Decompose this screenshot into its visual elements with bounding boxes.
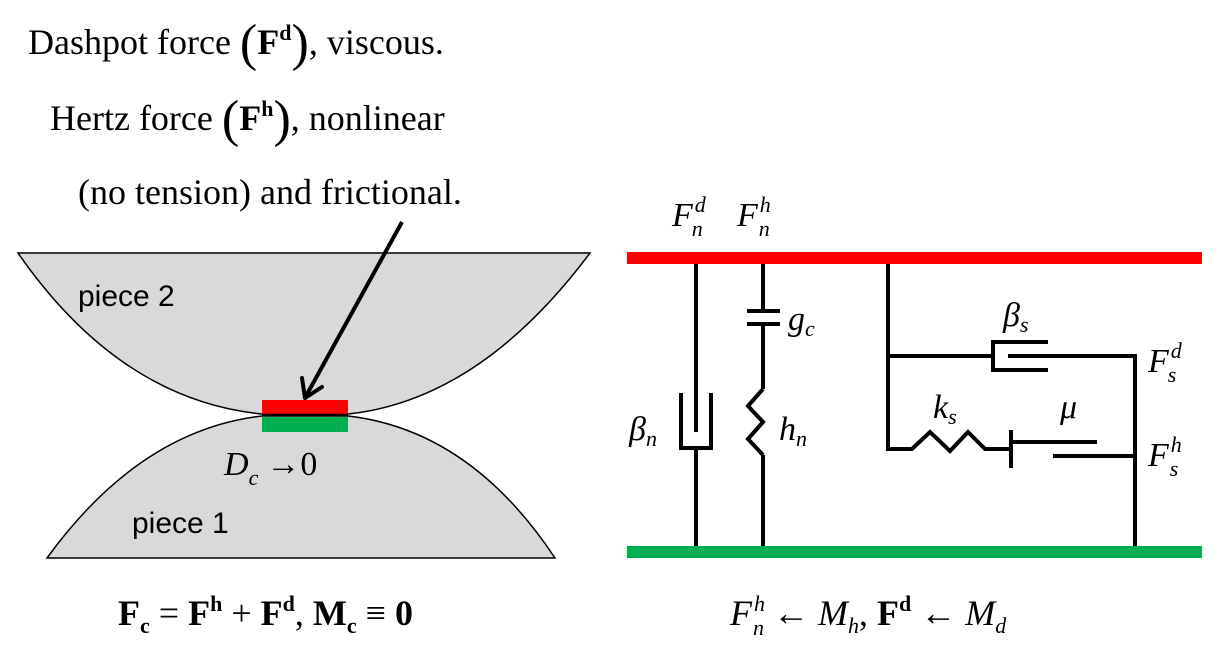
right-circuit-diagram: [627, 252, 1202, 558]
normal-dashpot: [679, 264, 713, 546]
contact-patch-bottom: [262, 417, 348, 432]
label-gap-gc: gc: [788, 301, 815, 341]
top-bar-piece-2: [627, 252, 1202, 264]
caption-line-1: Dashpot force (Fd), viscous.: [28, 15, 444, 72]
left-contact-diagram: piece 2 piece 1 Dc→0: [16, 221, 592, 559]
shear-branch: [886, 264, 1137, 546]
label-mu: μ: [1059, 389, 1077, 426]
pointer-arrow-head: [300, 376, 324, 400]
gap-and-hertz-spring: [745, 264, 780, 546]
piece-2-label: piece 2: [78, 280, 175, 313]
caption-line-2: Hertz force (Fh), nonlinear: [50, 91, 445, 148]
pointer-arrow-shaft: [304, 221, 404, 397]
label-h-n: hn: [779, 411, 807, 451]
caption: Dashpot force (Fd), viscous. Hertz force…: [28, 15, 462, 212]
bottom-bar-piece-1: [627, 546, 1202, 558]
label-k-s: ks: [933, 389, 957, 429]
gap-label: Dc→0: [223, 446, 317, 490]
piece-1-shape: [45, 415, 557, 559]
label-beta-n: βn: [628, 411, 657, 451]
equation-left: Fc = Fh + Fd, Mc ≡ 0: [118, 591, 413, 638]
caption-line-3: (no tension) and frictional.: [78, 172, 462, 212]
contact-patch-top: [262, 400, 348, 414]
piece-1-label: piece 1: [132, 507, 229, 540]
label-beta-s: βs: [1002, 297, 1029, 337]
